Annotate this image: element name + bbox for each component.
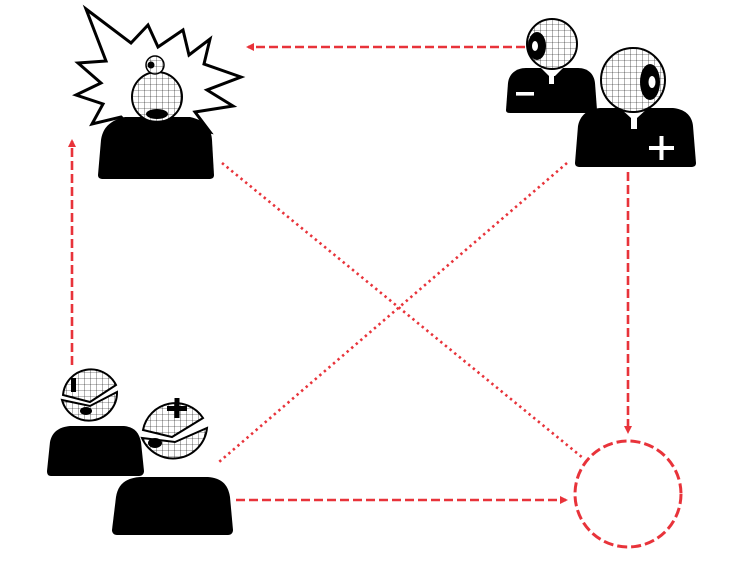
minus-sign bbox=[516, 92, 534, 96]
plus-sign-split-v bbox=[174, 398, 180, 418]
plus-sign-v bbox=[659, 136, 664, 160]
person-eyeball-head-icon-plus bbox=[575, 47, 696, 167]
empty-circle-icon bbox=[573, 439, 683, 549]
minus-sign-split bbox=[71, 378, 76, 392]
torso bbox=[98, 117, 214, 179]
person-exploding-head-icon bbox=[72, 4, 246, 179]
torso-split-minus bbox=[47, 426, 144, 476]
person-split-head-icon-minus bbox=[47, 368, 144, 476]
torso-minus bbox=[506, 68, 597, 113]
connectors bbox=[68, 43, 632, 504]
split-head-bottom-plus bbox=[140, 426, 209, 460]
dotted-link-top-right-to-bottom-left bbox=[218, 162, 568, 463]
flying-eye bbox=[145, 55, 165, 75]
split-head-bottom-minus bbox=[60, 390, 119, 422]
person-eyeball-head-icon-minus bbox=[506, 18, 597, 113]
torso-plus bbox=[575, 108, 696, 167]
split-head-top-plus bbox=[141, 402, 205, 439]
person-split-head-icon-plus bbox=[112, 398, 233, 535]
split-head-top-minus bbox=[61, 368, 118, 404]
torso-split-plus bbox=[112, 477, 233, 535]
